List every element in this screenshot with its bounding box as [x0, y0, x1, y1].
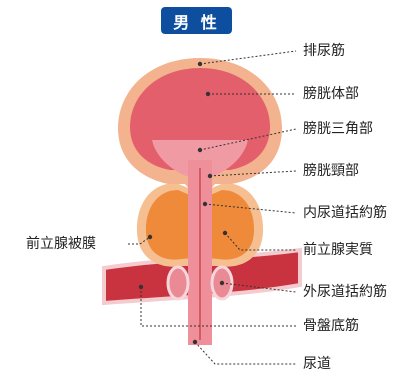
dot-pelvic-floor — [139, 285, 143, 289]
dot-bladder-body — [206, 92, 210, 96]
label-pelvic-floor: 骨盤底筋 — [303, 317, 359, 335]
dot-prostate-parenchyma — [223, 231, 227, 235]
label-detrusor: 排尿筋 — [303, 42, 345, 60]
label-prostate-capsule: 前立腺被膜 — [26, 235, 96, 253]
leader-urethra — [195, 342, 296, 364]
dot-urethra — [193, 340, 197, 344]
label-internal-sphincter: 内尿道括約筋 — [303, 204, 387, 222]
dot-trigone — [198, 148, 202, 152]
label-bladder-body: 膀胱体部 — [303, 85, 359, 103]
label-external-sphincter: 外尿道括約筋 — [303, 283, 387, 301]
label-urethra: 尿道 — [303, 355, 331, 373]
label-trigone: 膀胱三角部 — [303, 120, 373, 138]
dot-bladder-neck — [208, 174, 212, 178]
dot-prostate-capsule — [148, 235, 152, 239]
external-sphincter-left — [168, 267, 188, 299]
dot-internal-sphincter — [203, 202, 207, 206]
label-prostate-parenchyma: 前立腺実質 — [303, 241, 373, 259]
dot-external-sphincter — [220, 281, 224, 285]
dot-detrusor — [198, 62, 202, 66]
label-bladder-neck: 膀胱頸部 — [303, 162, 359, 180]
